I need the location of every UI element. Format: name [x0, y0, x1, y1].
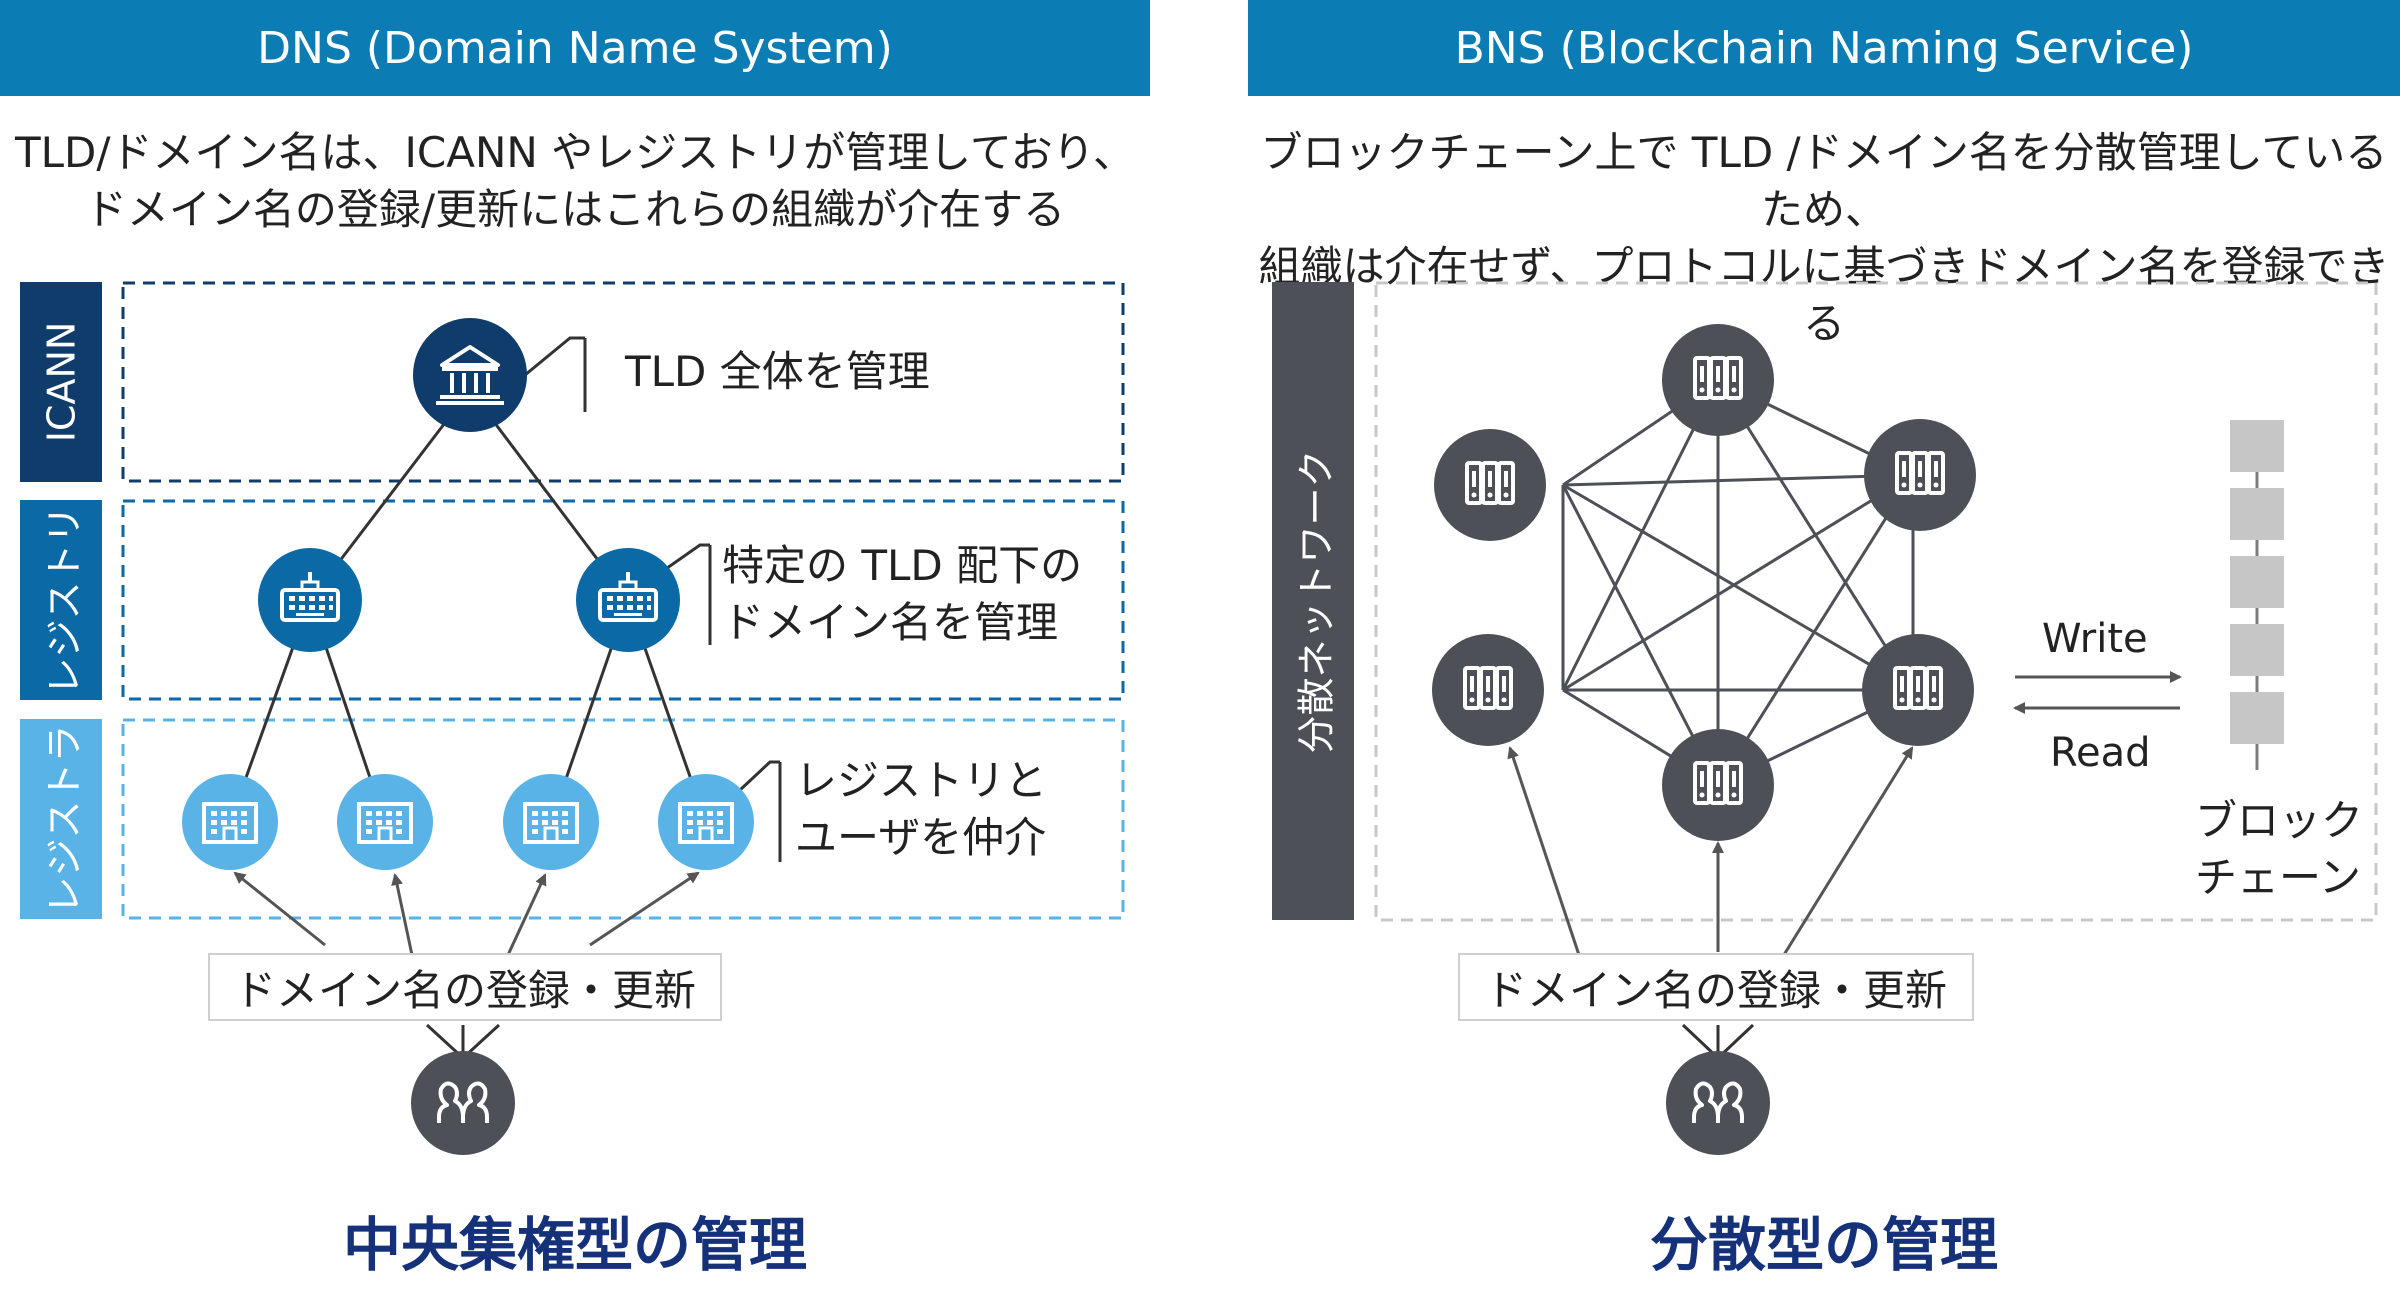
- network-node: [1864, 419, 1976, 531]
- write-label: Write: [2042, 616, 2148, 662]
- registry-node: [258, 548, 362, 652]
- dns-register-arrows: [233, 871, 700, 956]
- registrar-node: [337, 774, 433, 870]
- network-sidebar: 分散ネットワーク: [1272, 282, 1354, 920]
- registrar-node: [503, 774, 599, 870]
- read-label: Read: [2050, 730, 2151, 776]
- registrar-label: レジストリと ユーザを仲介: [795, 756, 1048, 862]
- blockchain: [2230, 420, 2284, 770]
- dns-user-node: [411, 1051, 515, 1155]
- dns-conclusion: 中央集権型の管理: [342, 1211, 807, 1279]
- bns-user-node: [1666, 1051, 1770, 1155]
- bns-header: BNS (Blockchain Naming Service): [1248, 0, 2400, 96]
- registry-label: 特定の TLD 配下の ドメイン名を管理: [722, 541, 1083, 647]
- bns-register-arrows: [1507, 746, 1914, 959]
- network-box: [1374, 281, 2378, 922]
- network-node: [1662, 324, 1774, 436]
- institution-icon: [436, 345, 504, 405]
- network-node: [1662, 729, 1774, 841]
- network-mesh: [1561, 378, 1915, 787]
- registrar-sidebar: レジストラ: [20, 719, 102, 919]
- registry-sidebar: レジストリ: [20, 500, 102, 700]
- icann-sidebar: ICANN: [20, 282, 102, 482]
- network-node: [1432, 634, 1544, 746]
- bns-register-label: ドメイン名の登録・更新: [1458, 953, 1974, 1021]
- icann-node: [413, 318, 527, 432]
- network-node: [1434, 429, 1546, 541]
- registrar-node: [182, 774, 278, 870]
- icann-label: TLD 全体を管理: [625, 347, 930, 396]
- icann-tier-box: [121, 281, 1125, 483]
- network-node: [1862, 634, 1974, 746]
- registrar-node: [658, 774, 754, 870]
- dns-header: DNS (Domain Name System): [0, 0, 1150, 96]
- blockchain-label: ブロック チェーン: [2195, 796, 2364, 902]
- registry-tier-box: [121, 499, 1125, 701]
- dns-description: TLD/ドメイン名は、ICANN やレジストリが管理しており、 ドメイン名の登録…: [15, 128, 1135, 234]
- dns-callout-lines: [524, 336, 782, 862]
- registrar-tier-box: [121, 718, 1125, 920]
- registry-node: [576, 548, 680, 652]
- dns-register-label: ドメイン名の登録・更新: [208, 953, 722, 1021]
- bns-conclusion: 分散型の管理: [1649, 1211, 1998, 1279]
